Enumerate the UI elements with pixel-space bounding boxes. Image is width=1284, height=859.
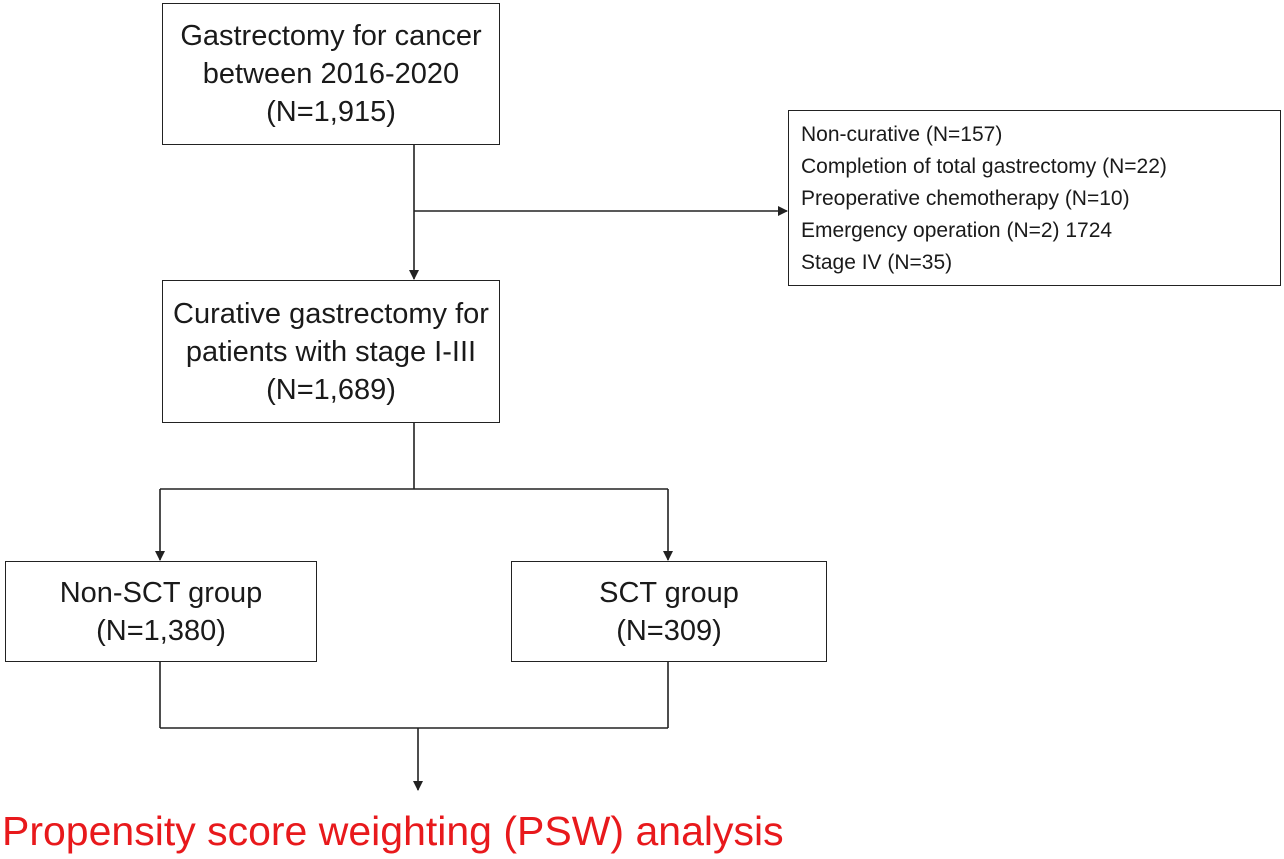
box-sct-group: SCT group (N=309) [511,561,827,662]
start-box-line1: Gastrectomy for cancer [180,20,482,52]
sct-box-count: (N=309) [616,614,722,647]
psw-analysis-label: Propensity score weighting (PSW) analysi… [2,808,784,854]
non-sct-box-label: Non-SCT group [59,576,263,609]
exclusion-item: Non-curative (N=157) [801,123,1003,146]
exclusion-item: Completion of total gastrectomy (N=22) [801,155,1167,178]
box-non-sct-group: Non-SCT group (N=1,380) [5,561,317,662]
curative-box-line1: Curative gastrectomy for [173,297,489,330]
curative-box-line2: patients with stage I-III [185,335,477,368]
start-box-line2: between 2016-2020 [202,58,460,90]
start-box-count: (N=1,915) [266,96,396,128]
box-gastrectomy-for-cancer: Gastrectomy for cancer between 2016-2020… [162,3,500,145]
exclusion-item: Preoperative chemotherapy (N=10) [801,187,1130,210]
sct-box-label: SCT group [599,576,739,609]
curative-box-count: (N=1,689) [266,373,396,406]
box-curative-gastrectomy: Curative gastrectomy for patients with s… [162,280,500,423]
non-sct-box-count: (N=1,380) [96,614,226,647]
exclusion-item: Emergency operation (N=2) 1724 [801,219,1113,242]
exclusion-item: Stage IV (N=35) [801,251,953,274]
box-exclusions: Non-curative (N=157) Completion of total… [788,110,1281,286]
